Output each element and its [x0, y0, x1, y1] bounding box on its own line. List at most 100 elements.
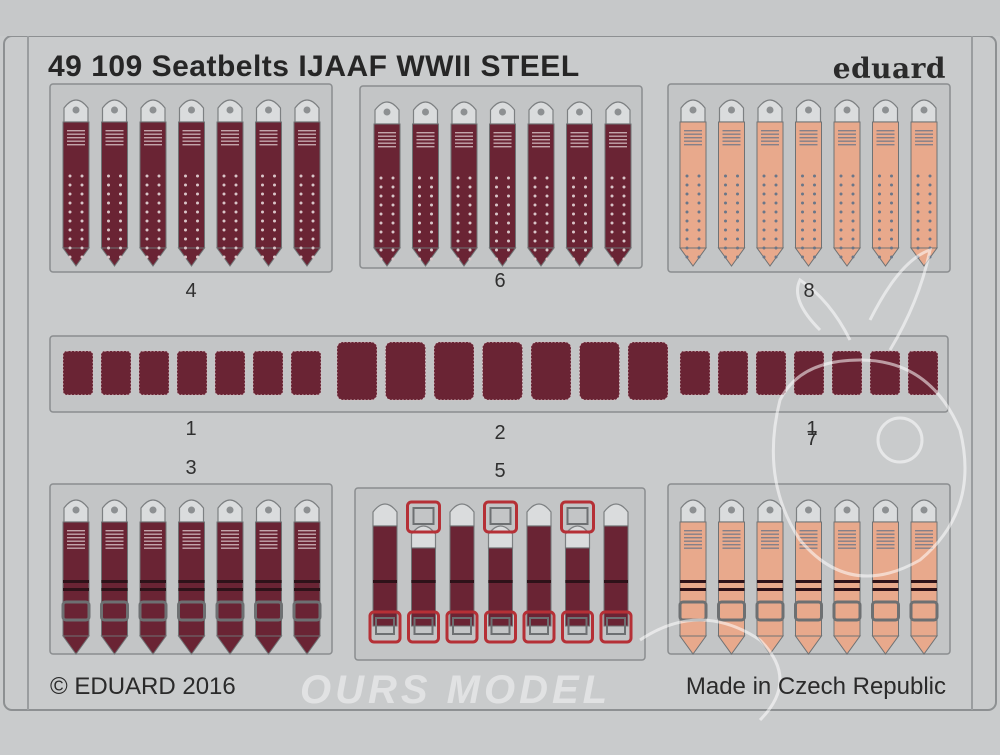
strap-rivet: [801, 201, 804, 205]
strap-stitch: [298, 544, 316, 546]
strap-rivet: [495, 212, 498, 216]
strap-body: [449, 525, 475, 627]
strap-rivet: [762, 174, 766, 178]
strap-tab-hole: [920, 106, 928, 114]
strap-tab-hole: [149, 506, 157, 514]
strap-rivet: [890, 246, 893, 250]
strap-stitch: [221, 544, 239, 546]
strap-rivet: [222, 174, 226, 178]
strap-rivet: [379, 194, 383, 198]
strap-stitch: [761, 547, 779, 549]
strap-tab-hole: [766, 106, 774, 114]
strap-rivet: [736, 183, 739, 187]
strap-rivet: [878, 174, 881, 178]
strap-rivet: [119, 201, 122, 205]
strap-rivet: [878, 246, 881, 250]
strap-band: [450, 580, 474, 583]
strap-tip: [794, 635, 823, 655]
strap-rivet: [234, 255, 238, 259]
strap-rivet: [107, 192, 110, 196]
strap-rivet: [724, 255, 727, 259]
strap-tab-hole: [805, 106, 812, 114]
strap-rivet: [584, 185, 587, 189]
strap-rivet: [495, 185, 498, 189]
strap-stitch: [722, 140, 741, 142]
sheet-title: 49 109 Seatbelts IJAAF WWII STEEL: [48, 50, 580, 83]
buckle-inner: [452, 617, 472, 635]
strap-rivet: [610, 248, 614, 252]
strap-tab: [487, 525, 514, 549]
strap-band: [911, 588, 937, 591]
strap-tip: [100, 635, 129, 655]
strap-rivet: [685, 237, 689, 241]
strap-band: [294, 588, 320, 591]
strap-stitch: [915, 137, 933, 139]
origin-text: Made in Czech Republic: [685, 673, 946, 700]
strap-stitch: [876, 137, 895, 139]
strap-rivet: [916, 192, 920, 196]
strap-stitch: [838, 547, 856, 549]
strap-rivet: [119, 219, 122, 223]
strap-stitch: [799, 130, 818, 132]
strap-rivet: [545, 194, 549, 198]
strap-stitch: [532, 132, 550, 134]
strap-rivet: [468, 239, 472, 243]
strap-tab-hole: [689, 106, 697, 114]
strap-tab-hole: [689, 506, 697, 514]
red-buckle-bottom: [599, 610, 633, 644]
strap-rivet: [145, 183, 149, 187]
strap-rivet: [468, 185, 472, 189]
strap-rivet: [839, 210, 843, 214]
lap-pad-row: [62, 341, 939, 401]
strap-rivet: [68, 255, 72, 259]
strap-rivet: [685, 192, 689, 196]
strap-rivet: [545, 176, 549, 180]
buckle-inner: [375, 617, 395, 635]
strap-stitch: [259, 530, 278, 532]
strap-tab: [410, 525, 437, 549]
strap-rivet: [533, 230, 537, 234]
strap-body: [526, 525, 552, 627]
strap-rivet: [572, 221, 575, 225]
strap-rivet: [584, 194, 587, 198]
strap-rivet: [234, 183, 238, 187]
strap-stitch: [722, 540, 741, 542]
strap-rivet: [839, 183, 843, 187]
strap-rivet: [157, 201, 161, 205]
strap-rivet: [878, 210, 881, 214]
strap-rivet: [418, 203, 421, 207]
strap-stitch: [684, 130, 702, 132]
strap-rivet: [774, 228, 778, 232]
strap-rivet: [697, 237, 701, 241]
strap-tab-hole: [882, 506, 889, 514]
strap-tip: [216, 635, 244, 655]
lap-pad-small: [290, 350, 322, 396]
strap-rivet: [685, 210, 689, 214]
strap-rivet: [379, 257, 383, 261]
strap-rivet: [697, 255, 701, 259]
strap-rivet: [391, 203, 395, 207]
strap-tab: [526, 503, 552, 527]
strap-stitch: [876, 537, 895, 539]
strap-stitch: [105, 137, 124, 139]
strap-rivet: [851, 201, 855, 205]
strap-rivet: [157, 192, 161, 196]
strap-rivet: [878, 237, 881, 241]
strap-rivet: [507, 185, 510, 189]
strap-buckle: [292, 600, 322, 622]
strap-band: [101, 580, 128, 583]
strap-rivet: [851, 246, 855, 250]
red-buckle-bottom: [407, 610, 440, 644]
strap-stitch: [722, 530, 741, 532]
strap-rivet: [456, 221, 460, 225]
strap-band: [411, 580, 436, 583]
part-label-3: 3: [185, 457, 197, 479]
strap-body: [604, 123, 632, 249]
strap-rivet: [801, 174, 804, 178]
strap-rivet: [145, 201, 149, 205]
strap-rivet: [610, 221, 614, 225]
strap-stitch: [609, 146, 627, 148]
strap-rivet: [196, 210, 199, 214]
strap-rivet: [572, 194, 575, 198]
strap-rivet: [430, 230, 433, 234]
